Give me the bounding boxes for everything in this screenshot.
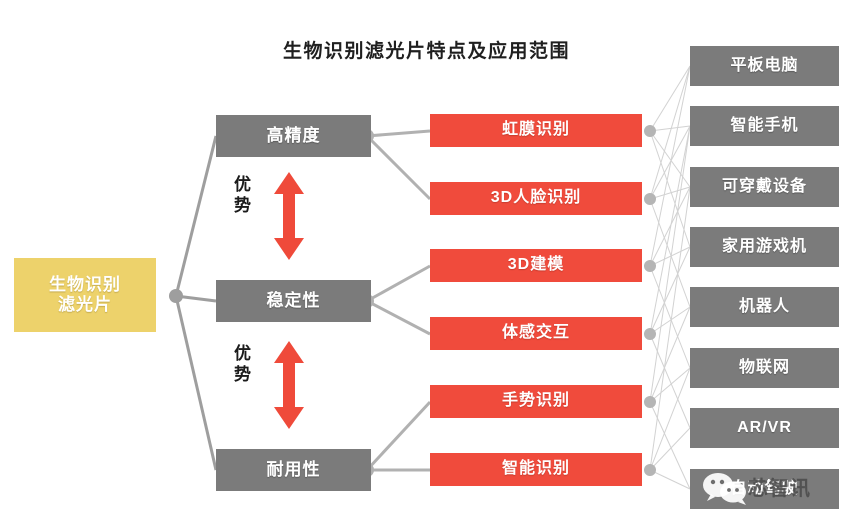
target-node-label: 物联网: [738, 358, 790, 376]
connector-app-1-to-target-4: [649, 198, 691, 308]
root-node-line-2: 滤光片: [58, 295, 112, 314]
target-node-label: 可穿戴设备: [721, 177, 807, 195]
feature-node-high-precision[interactable]: 高精度: [216, 115, 371, 157]
target-node-tablet[interactable]: 平板电脑: [690, 46, 839, 86]
connector-app-4-to-target-1: [649, 125, 691, 403]
connector-app-5-to-target-6: [649, 427, 691, 471]
connector-app-1-to-target-0: [649, 65, 691, 200]
connector-app-5-to-target-2: [649, 186, 691, 471]
target-node-label: 机器人: [738, 297, 790, 315]
advantage-label: 优 势: [226, 343, 260, 386]
connector-feature-0-to-app-0: [366, 129, 431, 138]
double-arrow-vertical-icon: [274, 341, 304, 429]
connector-app-3-to-target-4: [649, 306, 691, 335]
application-node-label: 手势识别: [501, 392, 570, 410]
application-node-gesture-recognition[interactable]: 手势识别: [430, 385, 642, 418]
connector-app-2-to-target-3: [649, 246, 691, 267]
root-node-line-1: 生物识别: [49, 275, 121, 295]
feature-node-stability[interactable]: 稳定性: [216, 280, 371, 322]
application-node-iris-recognition[interactable]: 虹膜识别: [430, 114, 642, 147]
feature-node-label: 耐用性: [266, 460, 321, 480]
hub-dot-app-0: [644, 125, 656, 137]
target-node-label: 自动驾驶: [730, 479, 799, 497]
advantage-marker-2: 优 势: [214, 337, 334, 433]
target-node-smartphone[interactable]: 智能手机: [690, 106, 839, 146]
connector-root-to-feature-0: [174, 135, 218, 297]
connector-app-1-to-target-1: [649, 125, 691, 200]
connector-root-to-feature-1: [175, 294, 217, 303]
application-node-label: 3D建模: [507, 256, 565, 274]
advantage-label-line-2: 势: [234, 196, 252, 216]
connector-app-1-to-target-2: [649, 186, 691, 200]
connector-app-5-to-target-5: [649, 367, 691, 471]
page-title: 生物识别滤光片特点及应用范围: [282, 41, 570, 62]
feature-node-label: 稳定性: [266, 291, 321, 311]
target-node-label: AR/VR: [737, 418, 792, 436]
target-node-label: 家用游戏机: [721, 237, 807, 255]
advantage-label-line-1: 优: [234, 344, 252, 363]
application-node-3d-face-recognition[interactable]: 3D人脸识别: [430, 182, 642, 215]
connector-app-2-to-target-0: [649, 65, 691, 267]
advantage-marker-1: 优 势: [214, 168, 334, 264]
connector-app-0-to-target-0: [649, 65, 691, 132]
connector-feature-1-to-app-2: [366, 264, 431, 303]
hub-dot-app-4: [644, 396, 656, 408]
hub-dot-app-2: [644, 260, 656, 272]
hub-dot-app-5: [644, 464, 656, 476]
connector-app-4-to-target-7: [649, 401, 691, 490]
application-node-label: 智能识别: [501, 460, 570, 478]
target-node-label: 平板电脑: [730, 56, 799, 74]
advantage-label-line-2: 势: [234, 365, 252, 385]
target-node-wearable-device[interactable]: 可穿戴设备: [690, 167, 839, 207]
connector-app-4-to-target-4: [649, 306, 691, 403]
connector-feature-2-to-app-4: [365, 400, 432, 472]
application-node-label: 体感交互: [501, 324, 570, 342]
connector-app-4-to-target-5: [649, 367, 691, 403]
feature-node-durability[interactable]: 耐用性: [216, 449, 371, 491]
advantage-label: 优 势: [226, 174, 260, 217]
connector-app-0-to-target-1: [649, 125, 691, 132]
connector-app-0-to-target-2: [649, 130, 691, 188]
connector-app-3-to-target-6: [649, 333, 691, 429]
hub-dot-root: [169, 289, 183, 303]
hub-dot-app-1: [644, 193, 656, 205]
target-node-robot[interactable]: 机器人: [690, 287, 839, 327]
connector-feature-1-to-app-3: [366, 299, 431, 336]
connector-app-3-to-target-3: [649, 246, 691, 335]
connector-app-2-to-target-5: [649, 265, 691, 369]
connector-app-0-to-target-3: [649, 130, 691, 248]
feature-node-label: 高精度: [266, 126, 321, 146]
connector-feature-0-to-app-1: [365, 134, 432, 201]
application-node-label: 虹膜识别: [501, 121, 570, 139]
hub-dot-app-3: [644, 328, 656, 340]
connector-app-5-to-target-7: [649, 469, 691, 490]
target-node-home-game-console[interactable]: 家用游戏机: [690, 227, 839, 267]
application-node-motion-interaction[interactable]: 体感交互: [430, 317, 642, 350]
application-node-intelligent-recognition[interactable]: 智能识别: [430, 453, 642, 486]
root-node-biometric-filter[interactable]: 生物识别 滤光片: [14, 258, 156, 332]
target-node-autonomous-driving[interactable]: 自动驾驶: [690, 469, 839, 509]
connector-root-to-feature-2: [174, 295, 218, 471]
target-node-ar-vr[interactable]: AR/VR: [690, 408, 839, 448]
application-node-3d-modeling[interactable]: 3D建模: [430, 249, 642, 282]
advantage-label-line-1: 优: [234, 175, 252, 194]
connector-app-2-to-target-2: [649, 186, 691, 267]
connector-app-3-to-target-1: [649, 125, 691, 335]
target-node-label: 智能手机: [730, 116, 799, 134]
double-arrow-vertical-icon: [274, 172, 304, 260]
application-node-label: 3D人脸识别: [490, 189, 582, 207]
target-node-iot[interactable]: 物联网: [690, 348, 839, 388]
